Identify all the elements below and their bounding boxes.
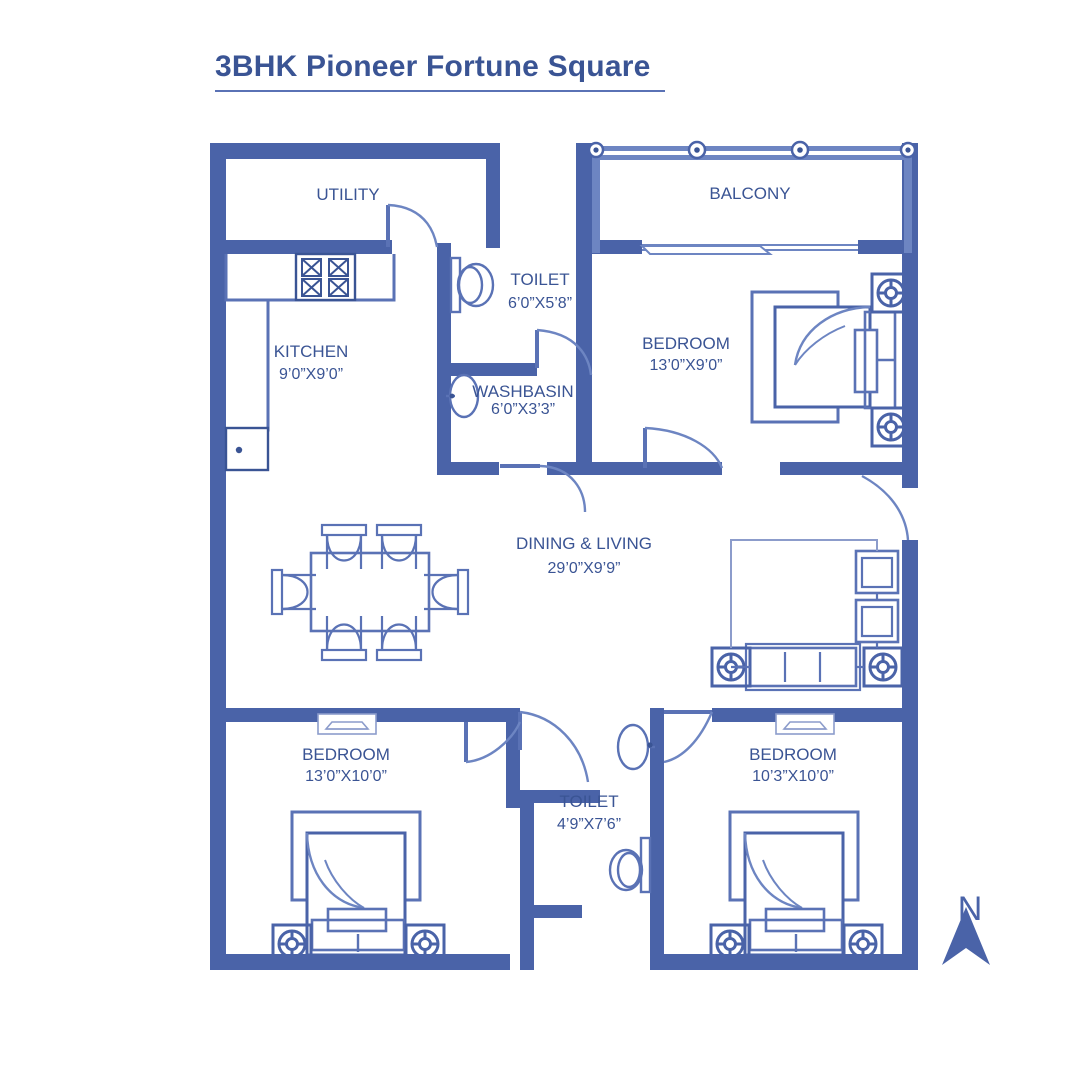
armchair-icon [854, 549, 900, 595]
room-label-utility: UTILITY [316, 185, 379, 204]
north-arrow-icon [942, 907, 990, 965]
room-label-toilet1: TOILET [510, 270, 569, 289]
bed-icon [750, 290, 897, 424]
room-dim-bedroom2: 13’0”X10’0” [305, 768, 387, 785]
compass: N [940, 890, 1000, 975]
sliding-door-icon[interactable] [639, 244, 858, 255]
room-label-toilet2: TOILET [559, 792, 618, 811]
bedroom1-door-icon[interactable] [643, 426, 724, 469]
exterior-walls [210, 143, 918, 970]
wc-icon [449, 256, 495, 314]
room-dim-toilet2: 4’9”X7’6” [557, 816, 621, 833]
wc-icon [608, 836, 652, 894]
balcony-railing-icon [587, 140, 917, 253]
bedroom2-door-icon[interactable] [464, 710, 590, 783]
window-icon [317, 713, 377, 735]
washbasin-icon [446, 373, 480, 419]
kitchen-stove-icon [294, 252, 357, 302]
room-label-bedroom3: BEDROOM [749, 745, 837, 764]
room-label-bedroom1: BEDROOM [642, 334, 730, 353]
room-label-living: DINING & LIVING [516, 534, 652, 553]
kitchen-sink-icon [224, 426, 270, 472]
toilet2-washbasin-icon [616, 723, 655, 771]
room-dim-washbasin: 6’0”X3’3” [491, 401, 555, 418]
page-title: 3BHK Pioneer Fortune Square [215, 50, 651, 83]
armchair-icon [854, 598, 900, 644]
room-dim-toilet1: 6’0”X5’8” [508, 295, 572, 312]
room-label-kitchen: KITCHEN [274, 342, 349, 361]
compass-label: N [957, 890, 983, 928]
bed-icon [290, 810, 422, 957]
washbasin-door-icon[interactable] [500, 464, 587, 513]
title-underline [215, 90, 665, 92]
living-door-icon[interactable] [861, 474, 910, 541]
bed-icon [728, 810, 860, 957]
window-icon [775, 713, 835, 735]
room-dim-kitchen: 9’0”X9’0” [279, 366, 343, 383]
dining-table-icon [270, 523, 470, 662]
door-swing-icon[interactable] [386, 203, 439, 248]
rug-outline [730, 539, 879, 669]
room-dim-living: 29’0”X9’9” [548, 560, 621, 577]
side-table-lamp-icon [862, 646, 904, 688]
sofa-icon [744, 642, 862, 692]
toilet1-door-icon[interactable] [535, 328, 593, 376]
room-label-bedroom2: BEDROOM [302, 745, 390, 764]
room-dim-bedroom3: 10’3”X10’0” [752, 768, 834, 785]
room-label-washbasin: WASHBASIN [472, 382, 573, 401]
bedroom3-door-icon[interactable] [663, 710, 714, 764]
room-label-balcony: BALCONY [709, 184, 790, 203]
room-dim-bedroom1: 13’0”X9’0” [650, 357, 723, 374]
